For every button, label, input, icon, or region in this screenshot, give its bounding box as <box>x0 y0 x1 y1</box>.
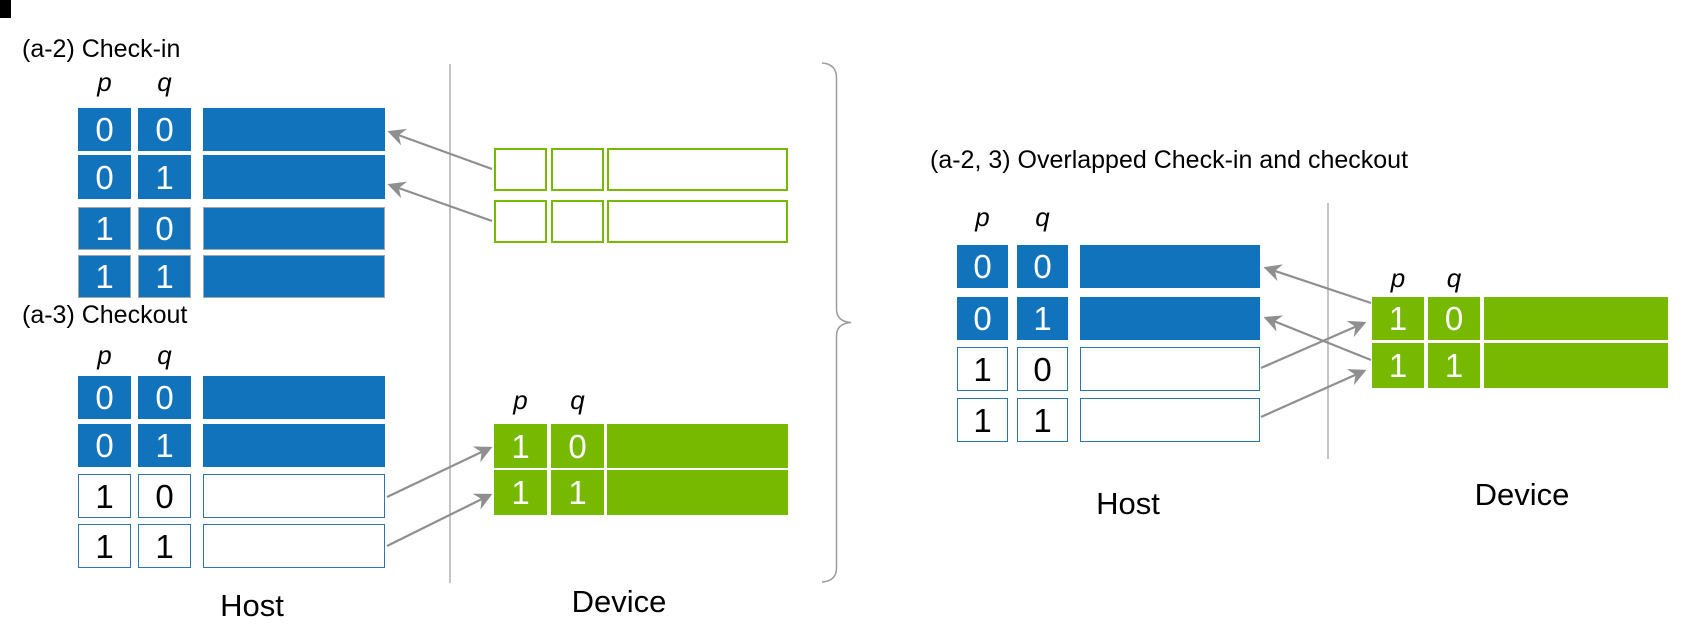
host-cell-q: 1 <box>1017 297 1068 340</box>
column-header-q: q <box>157 66 172 97</box>
host-data-bar <box>203 108 385 151</box>
checkout-arrow <box>386 493 493 547</box>
device-label: Device <box>571 584 667 619</box>
host-cell-p: 1 <box>78 255 131 298</box>
host-cell-p: 0 <box>78 155 131 199</box>
device-cell-q: 1 <box>1428 343 1480 388</box>
host-data-bar <box>203 207 385 250</box>
host-cell-p: 0 <box>78 108 131 151</box>
host-data-bar <box>203 255 385 298</box>
device-cell-q: 1 <box>551 470 604 515</box>
host-cell-q: 0 <box>138 376 191 419</box>
column-header-q: q <box>570 384 585 415</box>
device-cell-p <box>494 200 547 243</box>
column-header-p: p <box>97 339 112 370</box>
host-cell-p: 0 <box>78 376 131 419</box>
checkout-arrow <box>386 446 493 498</box>
host-data-bar <box>203 155 385 199</box>
device-cell-p: 1 <box>494 424 547 468</box>
checkin-arrow <box>387 128 493 171</box>
device-data-bar <box>607 424 788 468</box>
device-cell-q <box>551 200 604 243</box>
host-data-bar <box>203 376 385 419</box>
device-data-bar <box>607 470 788 515</box>
host-data-bar <box>203 474 385 518</box>
host-data-bar <box>203 524 385 568</box>
host-cell-q: 0 <box>138 474 191 518</box>
panel-checkout-title: (a-3) Checkout <box>22 301 188 329</box>
host-cell-p: 1 <box>78 207 131 250</box>
checkout-arrow <box>1260 369 1367 419</box>
column-header-p: p <box>975 201 990 232</box>
device-cell-p: 1 <box>494 470 547 515</box>
host-cell-p: 1 <box>957 347 1008 391</box>
panel-overlapped-title: (a-2, 3) Overlapped Check-in and checkou… <box>930 146 1409 174</box>
host-cell-q: 1 <box>1017 398 1068 442</box>
host-cell-q: 0 <box>138 207 191 250</box>
corner-artifact <box>0 0 11 18</box>
host-data-bar <box>203 424 385 467</box>
column-header-p: p <box>1390 262 1406 293</box>
device-data-bar <box>607 148 788 191</box>
host-cell-q: 1 <box>138 155 191 199</box>
column-header-q: q <box>1446 262 1462 293</box>
checkin-arrow <box>1263 264 1372 305</box>
host-cell-p: 1 <box>78 474 131 518</box>
device-label: Device <box>1474 477 1570 512</box>
host-cell-q: 0 <box>1017 245 1068 288</box>
device-cell-q: 0 <box>1428 297 1480 340</box>
host-cell-q: 1 <box>138 255 191 298</box>
grouping-brace <box>821 62 852 583</box>
device-data-bar <box>607 200 788 243</box>
host-data-bar <box>1080 245 1260 288</box>
host-cell-p: 0 <box>957 297 1008 340</box>
host-cell-q: 0 <box>138 108 191 151</box>
host-cell-p: 0 <box>957 245 1008 288</box>
device-data-bar <box>1484 297 1668 340</box>
host-cell-q: 1 <box>138 524 191 568</box>
host-cell-p: 1 <box>78 524 131 568</box>
host-cell-p: 1 <box>957 398 1008 442</box>
column-header-p: p <box>513 384 528 415</box>
device-cell-p: 1 <box>1372 343 1424 388</box>
device-cell-q: 0 <box>551 424 604 468</box>
host-cell-q: 1 <box>138 424 191 467</box>
host-data-bar <box>1080 297 1260 340</box>
host-cell-p: 0 <box>78 424 131 467</box>
host-data-bar <box>1080 398 1260 442</box>
column-header-q: q <box>157 339 172 370</box>
panel-checkin-title: (a-2) Check-in <box>22 35 181 63</box>
host-label: Host <box>220 588 284 623</box>
host-label: Host <box>1096 486 1160 521</box>
device-cell-q <box>551 148 604 191</box>
host-cell-q: 0 <box>1017 347 1068 391</box>
column-header-q: q <box>1035 201 1050 232</box>
device-data-bar <box>1484 343 1668 388</box>
device-cell-p: 1 <box>1372 297 1424 340</box>
checkin-arrow <box>1263 315 1372 362</box>
column-header-p: p <box>97 66 112 97</box>
device-cell-p <box>494 148 547 191</box>
checkout-arrow <box>1260 320 1367 370</box>
checkin-arrow <box>387 181 493 223</box>
host-data-bar <box>1080 347 1260 391</box>
